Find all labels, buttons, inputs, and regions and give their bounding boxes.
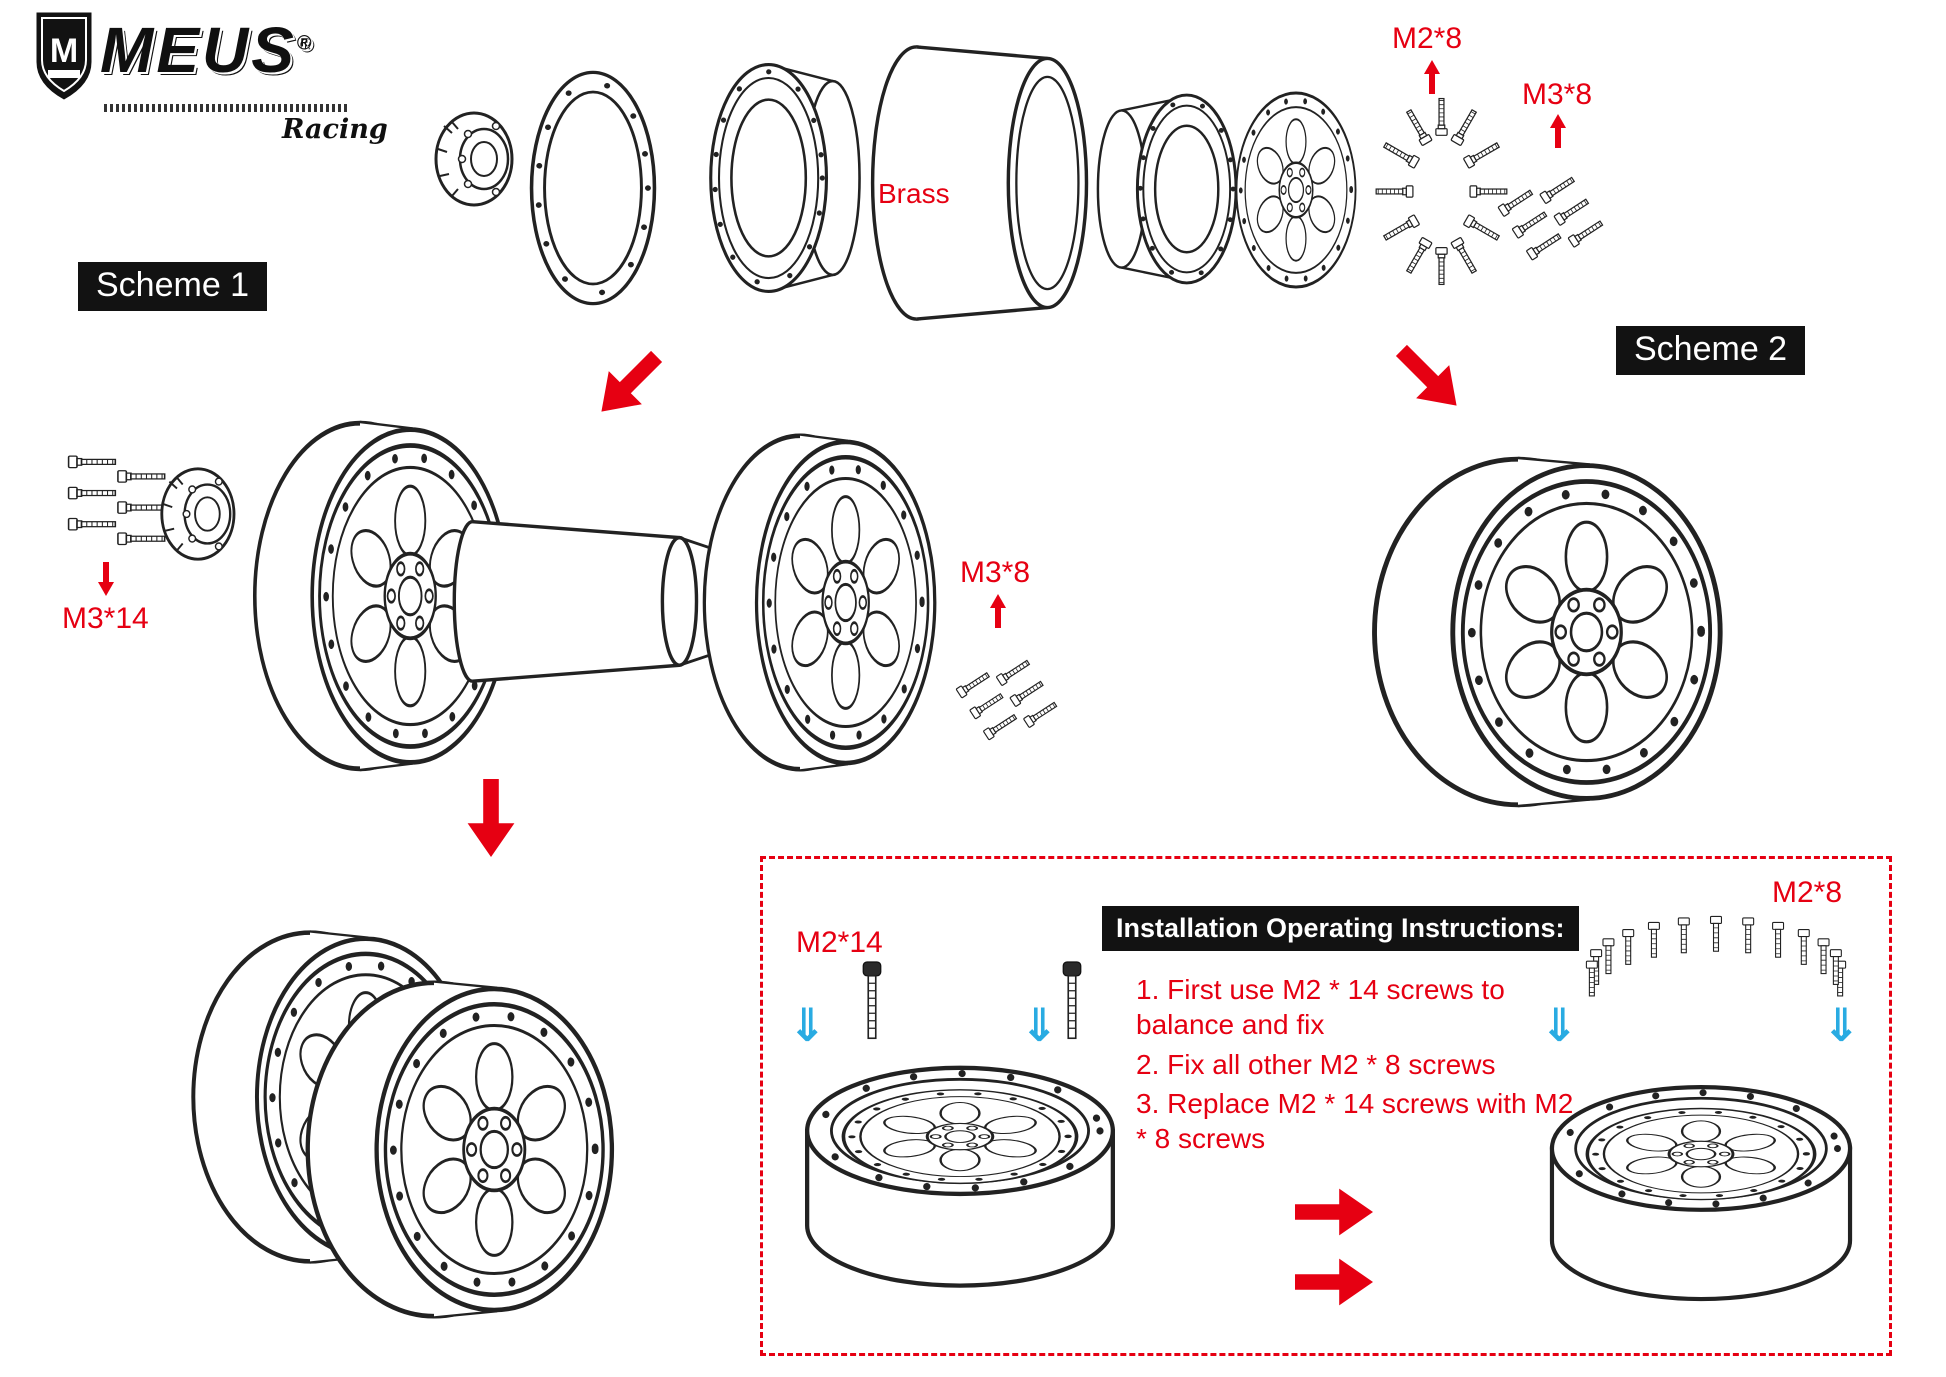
instruction-step: 1. First use M2 * 14 screws to balance a… (1136, 974, 1505, 1041)
instruction-step: 3. Replace M2 * 14 screws with M2 * 8 sc… (1136, 1087, 1574, 1155)
brass-label: Brass (878, 178, 950, 209)
exploded-rim-front-half-icon (688, 46, 874, 310)
brand-tagline-bar (104, 104, 350, 112)
scheme2-badge: Scheme 2 (1616, 326, 1806, 375)
red-arrow-top-left-icon (584, 339, 674, 429)
scheme1-axle-icon (452, 508, 742, 696)
instruction-wheel-left-icon (800, 1042, 1120, 1300)
m2x14-label: M2*14 (796, 926, 883, 959)
blue-arrow-icon: ⇓ (1822, 998, 1861, 1052)
blue-arrow-icon: ⇓ (1540, 998, 1579, 1052)
m2x8-screws-cluster-icon (1368, 72, 1516, 312)
meus-logo: M MEUS® Racing (28, 8, 388, 153)
brand-name-text: MEUS (100, 14, 297, 86)
exploded-hub-cap-icon (434, 111, 514, 207)
instruction-box (760, 856, 1892, 1356)
scheme1-hub-adapter-icon (160, 467, 236, 561)
red-arrow-down-icon (467, 779, 515, 857)
m3x8-top-arrow-icon (1550, 114, 1566, 148)
m2x8-top-label: M2*8 (1392, 22, 1463, 55)
red-arrow-right-icon (1295, 1188, 1373, 1236)
m3x8-mid-arrow-icon (990, 594, 1006, 628)
m2x8-box-label: M2*8 (1772, 876, 1843, 909)
dual-wheel-front-icon (302, 972, 632, 1327)
exploded-rim-rear-half-icon (1092, 74, 1240, 304)
m3x8-top-label: M3*8 (1522, 78, 1593, 111)
brand-racing: Racing (282, 114, 388, 145)
m3x8-screw-set-icon (1500, 152, 1630, 282)
brand-shield-letter: M (50, 32, 78, 70)
m3x8-mid-screw-set-icon (958, 636, 1083, 761)
m2x14-screw-icon (1062, 961, 1082, 1040)
instruction-title: Installation Operating Instructions: (1102, 906, 1579, 951)
instruction-step: 2. Fix all other M2 * 8 screws (1136, 1048, 1496, 1080)
exploded-wheel-face-icon (1232, 86, 1360, 294)
brand-wordmark: MEUS® (100, 18, 315, 82)
scheme1-badge: Scheme 1 (78, 262, 268, 311)
m3x14-label: M3*14 (62, 602, 149, 635)
m2x8-arc-screws-icon (1572, 906, 1860, 1065)
m2x8-arrow-icon (1424, 60, 1440, 94)
scheme2-wheel-icon (1368, 448, 1743, 816)
instruction-wheel-right-icon (1545, 1062, 1857, 1313)
red-arrow-right-icon (1295, 1258, 1373, 1306)
m2x14-screw-icon (862, 961, 882, 1040)
red-arrow-top-right-icon (1384, 333, 1474, 423)
m3x8-mid-label: M3*8 (960, 556, 1031, 589)
scheme1-wheel-right-icon (700, 425, 950, 780)
brand-shield-icon: M (36, 12, 92, 100)
instruction-steps: 1. First use M2 * 14 screws to balance a… (1136, 972, 1588, 1160)
exploded-beadlock-ring-icon (528, 68, 658, 308)
m3x14-arrow-icon (98, 562, 114, 596)
blue-arrow-icon: ⇓ (788, 998, 827, 1052)
brand-reg-mark: ® (296, 32, 315, 55)
blue-arrow-icon: ⇓ (1020, 998, 1059, 1052)
